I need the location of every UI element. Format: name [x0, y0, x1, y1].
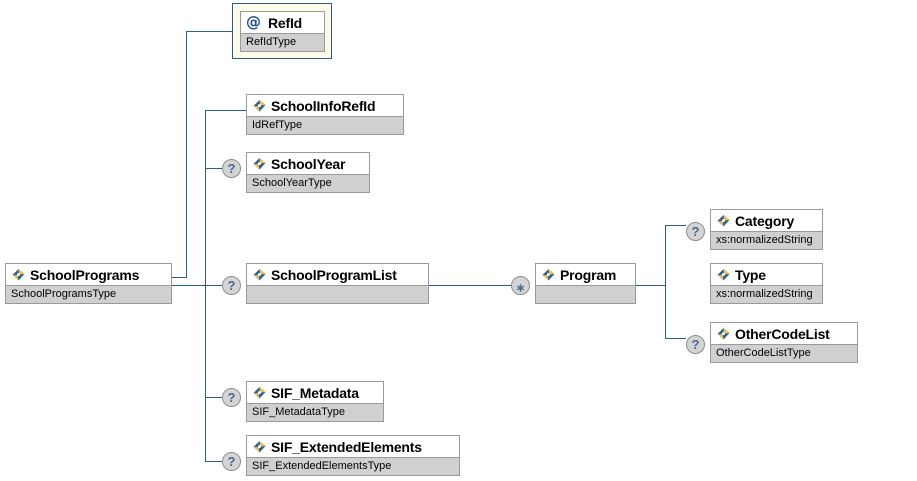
- connector-to-category: [665, 225, 686, 226]
- node-sif-metadata-title: SIF_Metadata: [247, 382, 383, 403]
- node-schoolinforefid-type: IdRefType: [252, 119, 303, 131]
- element-diamond-icon: [716, 268, 731, 282]
- element-diamond-icon: [252, 440, 267, 454]
- element-diamond-icon: [252, 386, 267, 400]
- node-type-type: xs:normalizedString: [716, 288, 813, 300]
- node-type-label: Type: [735, 266, 766, 283]
- node-schoolprograms-type: SchoolProgramsType: [11, 288, 117, 300]
- connector-program-children-spine: [665, 225, 666, 338]
- node-category-type: xs:normalizedString: [716, 234, 813, 246]
- node-program-title: Program: [536, 264, 635, 285]
- node-schoolyear-typebar: SchoolYearType: [247, 174, 369, 192]
- node-sif-metadata-label: SIF_Metadata: [271, 384, 359, 401]
- element-diamond-icon: [541, 268, 556, 282]
- connector-to-schoolprogramlist: [205, 285, 222, 286]
- node-type-title: Type: [711, 264, 822, 285]
- connector-schoolprograms-attr-stub: [172, 277, 187, 278]
- node-sif-extendedelements-type: SIF_ExtendedElementsType: [252, 460, 392, 472]
- connector-attribute-riser: [186, 31, 187, 278]
- node-schoolprogramlist-title: SchoolProgramList: [247, 264, 428, 285]
- marker-optional-sif-metadata: ?: [222, 388, 241, 407]
- marker-optional-schoolprogramlist: ?: [222, 276, 241, 295]
- connector-to-othercodelist: [665, 338, 686, 339]
- element-diamond-icon: [252, 157, 267, 171]
- node-category-title: Category: [711, 210, 822, 231]
- node-schoolinforefid[interactable]: SchoolInfoRefId IdRefType: [246, 94, 404, 135]
- marker-optional-othercodelist: ?: [686, 335, 705, 354]
- node-schoolprogramlist[interactable]: SchoolProgramList: [246, 263, 429, 304]
- node-sif-metadata-typebar: SIF_MetadataType: [247, 403, 383, 421]
- node-type[interactable]: Type xs:normalizedString: [710, 263, 823, 304]
- node-refid-title: @ RefId: [241, 12, 324, 33]
- connector-schoolprograms-elem-stub: [172, 285, 206, 286]
- node-othercodelist-type: OtherCodeListType: [716, 347, 811, 359]
- node-schoolyear-label: SchoolYear: [271, 155, 346, 172]
- marker-optional-sif-extendedelements: ?: [222, 452, 241, 471]
- node-schoolprograms-typebar: SchoolProgramsType: [6, 285, 171, 303]
- node-sif-metadata-type: SIF_MetadataType: [252, 406, 345, 418]
- element-diamond-icon: [716, 327, 731, 341]
- node-program[interactable]: Program: [535, 263, 636, 304]
- node-sif-metadata[interactable]: SIF_Metadata SIF_MetadataType: [246, 381, 384, 422]
- node-refid-label: RefId: [268, 14, 303, 31]
- node-schoolyear-type: SchoolYearType: [252, 177, 332, 189]
- node-schoolprograms-label: SchoolPrograms: [30, 266, 140, 283]
- node-refid[interactable]: @ RefId RefIdType: [240, 11, 325, 52]
- attribute-at-icon: @: [246, 13, 261, 31]
- node-refid-typebar: RefIdType: [241, 33, 324, 51]
- node-schoolprograms-title: SchoolPrograms: [6, 264, 171, 285]
- node-schoolinforefid-title: SchoolInfoRefId: [247, 95, 403, 116]
- node-othercodelist[interactable]: OtherCodeList OtherCodeListType: [710, 322, 858, 363]
- node-refid-type: RefIdType: [246, 36, 297, 48]
- marker-optional-category: ?: [686, 222, 705, 241]
- element-diamond-icon: [252, 268, 267, 282]
- node-sif-extendedelements-label: SIF_ExtendedElements: [271, 438, 422, 455]
- node-type-typebar: xs:normalizedString: [711, 285, 822, 303]
- node-sif-extendedelements-title: SIF_ExtendedElements: [247, 436, 459, 457]
- connector-to-schoolinforefid: [205, 110, 246, 111]
- node-schoolprogramlist-label: SchoolProgramList: [271, 266, 397, 283]
- node-schoolprograms[interactable]: SchoolPrograms SchoolProgramsType: [5, 263, 172, 304]
- element-diamond-icon: [252, 99, 267, 113]
- node-schoolyear-title: SchoolYear: [247, 153, 369, 174]
- node-schoolinforefid-label: SchoolInfoRefId: [271, 97, 376, 114]
- node-othercodelist-title: OtherCodeList: [711, 323, 857, 344]
- connector-to-schoolyear: [205, 168, 222, 169]
- node-schoolinforefid-typebar: IdRefType: [247, 116, 403, 134]
- connector-to-sif-extendedelements: [205, 461, 222, 462]
- connector-schoolprogramlist-to-program: [429, 285, 511, 286]
- connector-to-sif-metadata: [205, 397, 222, 398]
- node-category-typebar: xs:normalizedString: [711, 231, 822, 249]
- node-othercodelist-label: OtherCodeList: [735, 325, 830, 342]
- node-sif-extendedelements-typebar: SIF_ExtendedElementsType: [247, 457, 459, 475]
- node-sif-extendedelements[interactable]: SIF_ExtendedElements SIF_ExtendedElement…: [246, 435, 460, 476]
- node-schoolprogramlist-typebar: [247, 285, 428, 303]
- element-diamond-icon: [716, 214, 731, 228]
- connector-to-refid: [186, 31, 233, 32]
- node-program-label: Program: [560, 266, 617, 283]
- node-category-label: Category: [735, 212, 795, 229]
- node-schoolyear[interactable]: SchoolYear SchoolYearType: [246, 152, 370, 193]
- connector-program-stub: [636, 285, 666, 286]
- node-othercodelist-typebar: OtherCodeListType: [711, 344, 857, 362]
- node-category[interactable]: Category xs:normalizedString: [710, 209, 823, 250]
- marker-optional-schoolyear: ?: [222, 159, 241, 178]
- node-program-typebar: [536, 285, 635, 303]
- element-diamond-icon: [11, 268, 26, 282]
- marker-repeating-program: ⁎: [511, 276, 530, 295]
